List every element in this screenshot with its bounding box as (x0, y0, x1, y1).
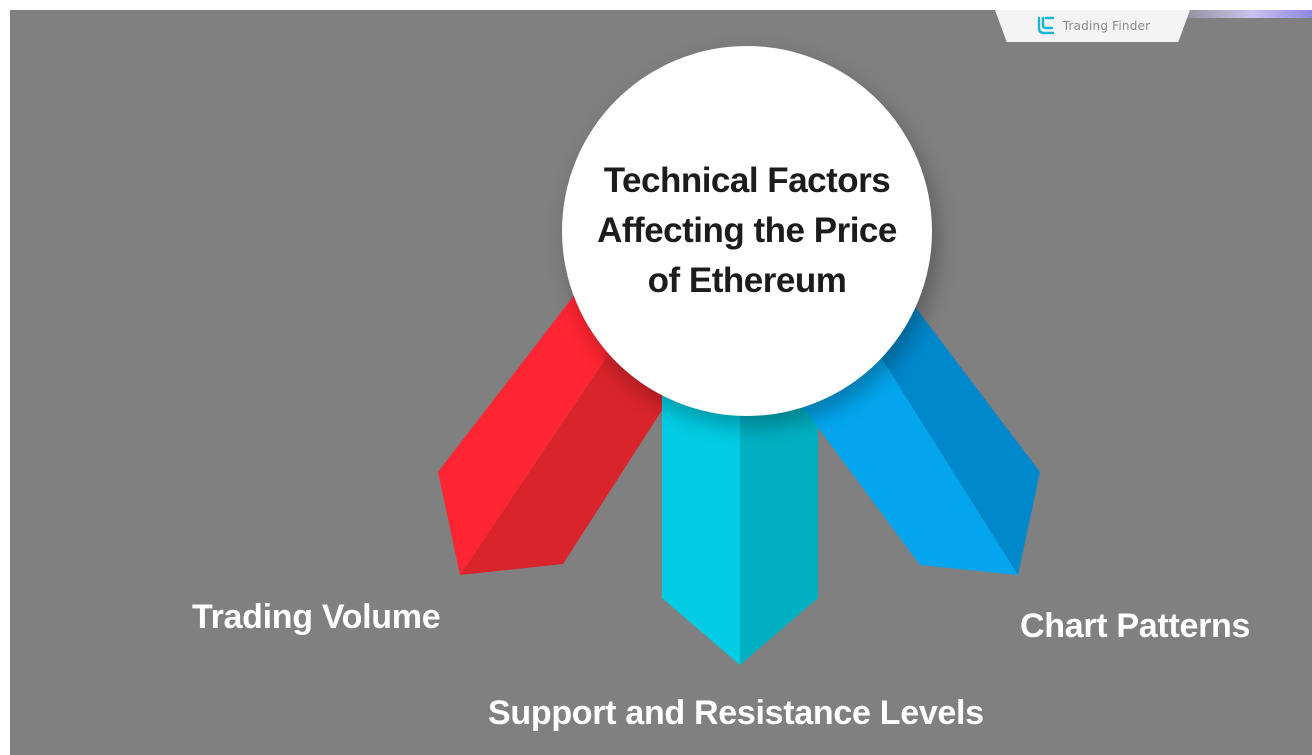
center-title: Technical Factors Affecting the Price of… (597, 161, 897, 300)
center-circle: Technical Factors Affecting the Price of… (562, 46, 932, 416)
factor-arrows (438, 285, 1040, 665)
brand-name: Trading Finder (1062, 19, 1151, 33)
label-support-resistance: Support and Resistance Levels (488, 694, 984, 732)
arrow-trading-volume (438, 285, 675, 575)
arrow-support-resistance (662, 372, 818, 665)
infographic-canvas: Trading Finder Technical Factors Affecti… (10, 10, 1312, 755)
label-trading-volume: Trading Volume (192, 598, 441, 636)
arrow-support-resistance-dark-face (740, 372, 818, 665)
arrow-trading-volume-light-face (438, 285, 618, 575)
arrow-trading-volume-dark-face (460, 340, 675, 575)
brand-tab: Trading Finder (995, 10, 1190, 42)
label-chart-patterns: Chart Patterns (1020, 607, 1251, 645)
arrow-chart-patterns-dark-face (870, 300, 1040, 575)
top-accent-bar (1162, 10, 1312, 18)
arrow-chart-patterns (790, 300, 1040, 575)
arrow-support-resistance-light-face (662, 372, 740, 665)
arrow-chart-patterns-light-face (790, 340, 1018, 575)
trading-finder-logo-icon (1037, 16, 1054, 35)
